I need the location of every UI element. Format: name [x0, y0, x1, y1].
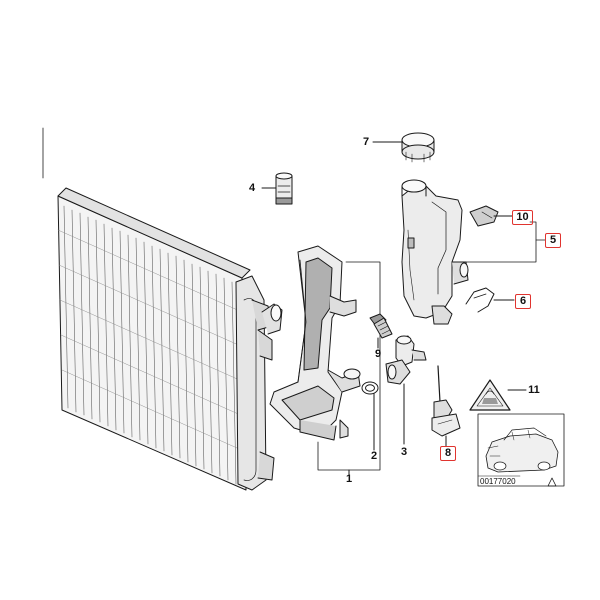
callout-8[interactable]: 8 — [440, 446, 456, 461]
part-2-oring — [361, 381, 379, 395]
orientation-triangle-icon — [547, 477, 557, 487]
callout-7: 7 — [362, 136, 370, 148]
callout-5[interactable]: 5 — [545, 233, 561, 248]
radiator — [57, 187, 283, 491]
callout-4: 4 — [248, 182, 256, 194]
callout-10[interactable]: 10 — [512, 210, 533, 225]
part-9-bolt — [369, 313, 393, 339]
part-3-connector — [385, 335, 427, 385]
part-4-tube — [275, 172, 293, 205]
part-1-bracket — [269, 245, 361, 441]
part-7-cap — [401, 132, 435, 163]
callout-1: 1 — [345, 473, 353, 485]
callout-11: 11 — [528, 384, 540, 396]
callout-2: 2 — [370, 450, 378, 462]
leader-1-bracket — [317, 261, 381, 471]
leader-5-bracket — [465, 221, 537, 263]
part-8-sensor — [431, 365, 461, 437]
part-6-wire-clip — [465, 287, 495, 313]
diagram-code: 00177020 — [480, 477, 516, 486]
vehicle-inset — [477, 413, 565, 487]
callout-3: 3 — [400, 446, 408, 458]
part-10-clip — [469, 205, 499, 227]
part-11-warning-sticker — [469, 379, 511, 411]
callout-6[interactable]: 6 — [515, 294, 531, 309]
callout-9: 9 — [374, 348, 382, 360]
part-5-expansion-tank — [401, 179, 469, 325]
